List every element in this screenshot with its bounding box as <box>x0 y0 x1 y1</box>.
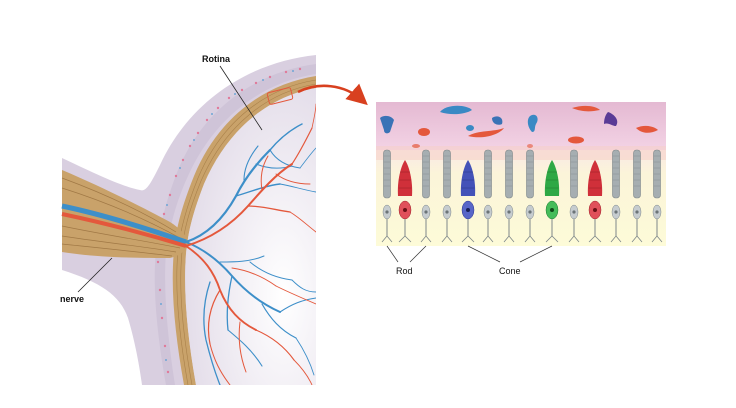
cone-cell-green <box>544 160 560 243</box>
pigment-granules <box>380 105 658 148</box>
cone-cell-red <box>587 160 603 243</box>
retina-layer <box>172 76 316 385</box>
retina-fibers <box>176 79 316 385</box>
rod-cells <box>381 149 663 243</box>
rod-cell <box>524 149 536 243</box>
rod-callout-lines <box>386 245 427 263</box>
retina-leader-line <box>219 65 263 131</box>
outer-segment-band <box>376 146 666 160</box>
photoreceptor-layer <box>376 150 666 246</box>
rod-cell <box>381 149 393 243</box>
retina-magnified-panel <box>376 102 666 246</box>
rod-cell <box>610 149 622 243</box>
nerve-label: nerve <box>60 294 84 304</box>
retinal-arteries <box>185 103 316 385</box>
rod-cell <box>441 149 453 243</box>
retina-label: Rotina <box>202 54 231 64</box>
retinal-veins <box>184 123 316 385</box>
cone-callout-lines <box>467 245 553 263</box>
central-artery <box>61 212 187 248</box>
rod-cell <box>568 149 580 243</box>
pigment-epithelium <box>376 102 666 150</box>
cone-cell-red <box>397 160 413 243</box>
rod-cell <box>631 149 643 243</box>
choroid-layer <box>154 64 316 385</box>
rod-cell <box>503 149 515 243</box>
choroid-dots <box>156 67 302 374</box>
central-vein <box>61 203 187 245</box>
rod-cell <box>482 149 494 243</box>
zoom-region-marker <box>266 87 294 105</box>
rod-cell <box>651 149 663 243</box>
cone-label: Cone <box>499 266 521 276</box>
eye-section <box>61 55 316 385</box>
cone-cells <box>397 160 603 243</box>
rod-cell <box>420 149 432 243</box>
rod-label: Rod <box>396 266 413 276</box>
zoom-arrow <box>297 83 368 106</box>
optic-nerve-fibers <box>61 177 181 257</box>
nerve-leader-line <box>77 257 113 293</box>
cone-cell-blue <box>460 160 476 243</box>
